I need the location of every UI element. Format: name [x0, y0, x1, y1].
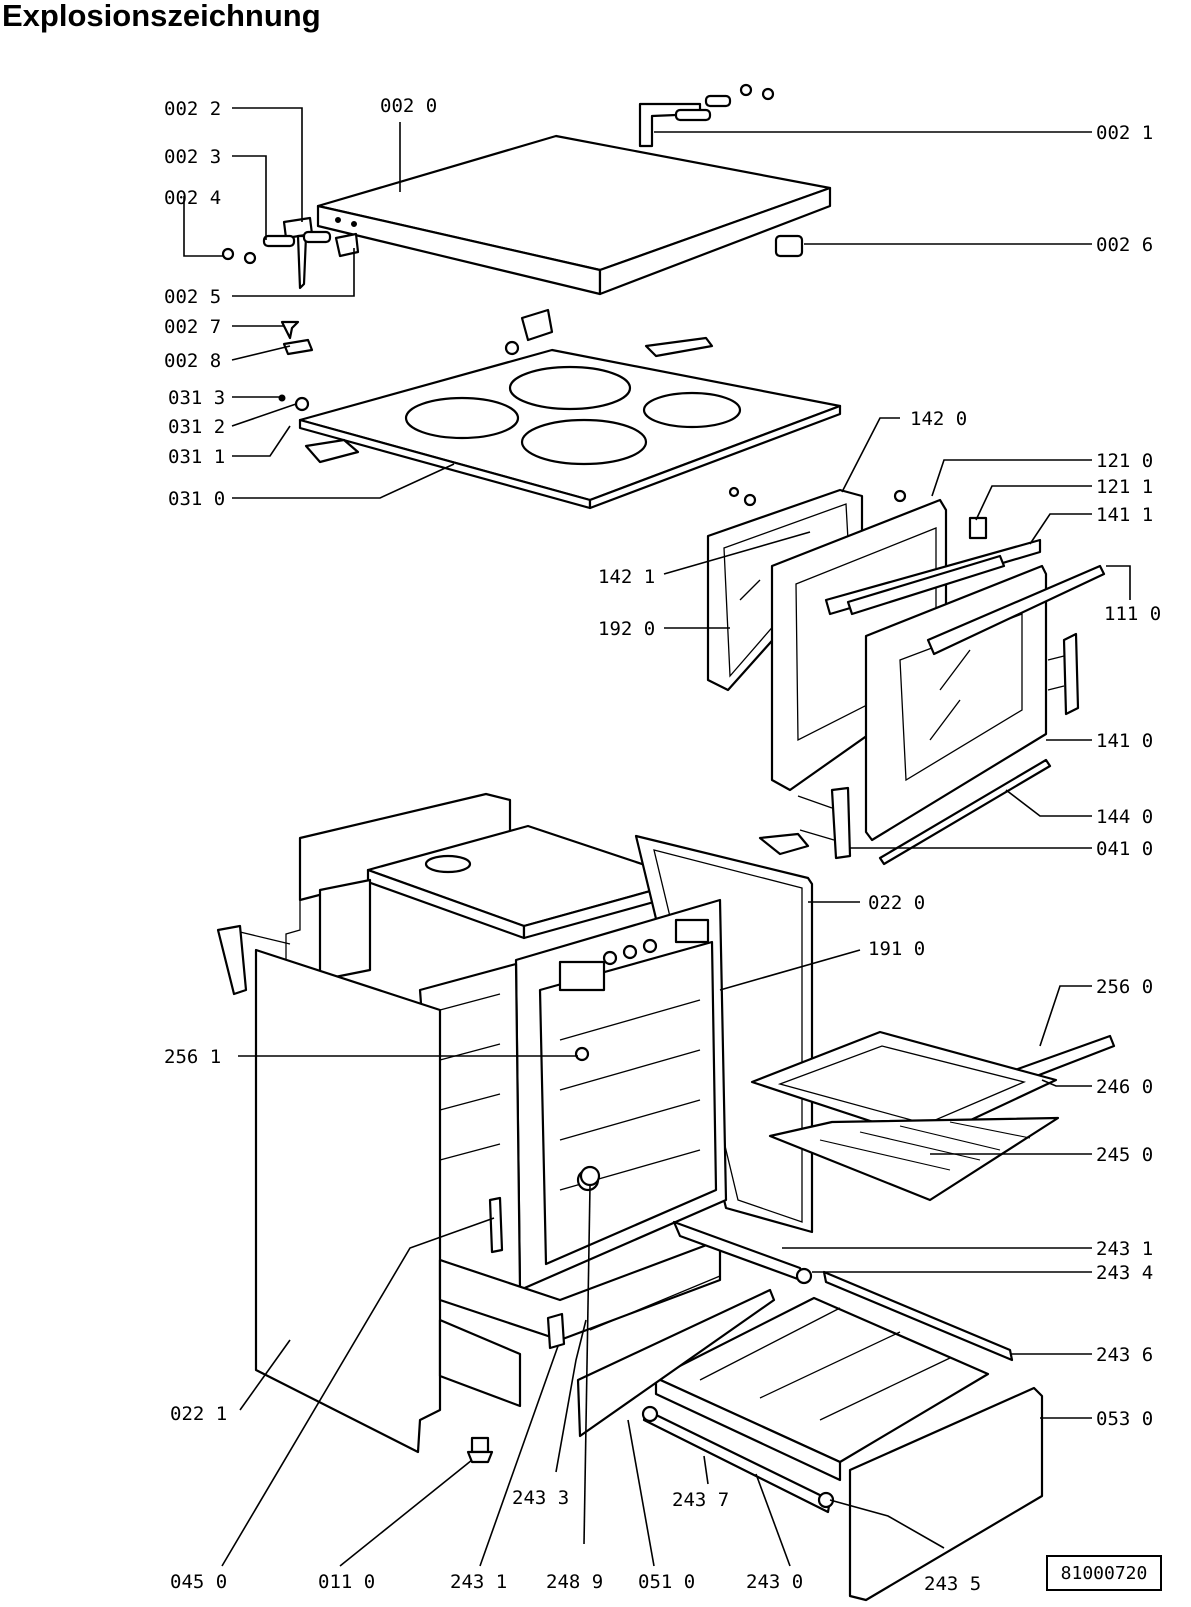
label-243-6: 243 6 — [1096, 1344, 1153, 1366]
label-141-1: 141 1 — [1096, 504, 1153, 526]
label-121-1: 121 1 — [1096, 476, 1153, 498]
label-141-0: 141 0 — [1096, 730, 1153, 752]
plinth — [576, 1288, 776, 1438]
lid-buffer — [520, 308, 554, 342]
label-002-2: 002 2 — [164, 98, 221, 120]
label-002-3: 002 3 — [164, 146, 221, 168]
drawer-front — [848, 1386, 1044, 1602]
label-031-1: 031 1 — [168, 446, 225, 468]
label-256-1: 256 1 — [164, 1046, 221, 1068]
adjustable-foot — [466, 1436, 494, 1464]
part-labels: 002 2 002 0 002 1 002 3 002 4 002 6 002 … — [164, 95, 1161, 1595]
door-trim — [878, 758, 1052, 866]
document-number-box: 81000720 — [1046, 1555, 1162, 1591]
label-243-1-upper: 243 1 — [1096, 1238, 1153, 1260]
label-031-0: 031 0 — [168, 488, 225, 510]
label-256-0: 256 0 — [1096, 976, 1153, 998]
label-142-1: 142 1 — [598, 566, 655, 588]
label-002-7: 002 7 — [164, 316, 221, 338]
side-panel-left — [216, 924, 442, 1454]
clip — [282, 338, 314, 356]
hinge-catch — [758, 832, 810, 856]
label-002-5: 002 5 — [164, 286, 221, 308]
label-041-0: 041 0 — [1096, 838, 1153, 860]
hinge-bracket — [797, 786, 852, 860]
label-011-0: 011 0 — [318, 1571, 375, 1593]
label-243-5: 243 5 — [924, 1573, 981, 1595]
lid-bracket — [334, 232, 360, 258]
hob-top — [278, 348, 842, 510]
label-053-0: 053 0 — [1096, 1408, 1153, 1430]
label-243-3: 243 3 — [512, 1487, 569, 1509]
lamp-cover — [579, 1165, 601, 1187]
label-243-7: 243 7 — [672, 1489, 729, 1511]
label-144-0: 144 0 — [1096, 806, 1153, 828]
label-045-0: 045 0 — [170, 1571, 227, 1593]
label-002-4: 002 4 — [164, 187, 221, 209]
label-246-0: 246 0 — [1096, 1076, 1153, 1098]
label-051-0: 051 0 — [638, 1571, 695, 1593]
label-002-6: 002 6 — [1096, 234, 1153, 256]
drawer-rail-upper — [672, 1220, 813, 1285]
label-022-0: 022 0 — [868, 892, 925, 914]
label-022-1: 022 1 — [170, 1403, 227, 1425]
storage-drawer — [654, 1296, 990, 1482]
leader-lines — [183, 107, 1131, 1567]
label-142-0: 142 0 — [910, 408, 967, 430]
label-002-8: 002 8 — [164, 350, 221, 372]
screw — [280, 320, 300, 340]
label-031-3: 031 3 — [168, 387, 225, 409]
document-number: 81000720 — [1060, 1562, 1148, 1584]
drawer-rail-right — [822, 1270, 1014, 1362]
hob-bracket — [644, 336, 714, 358]
label-243-4: 243 4 — [1096, 1262, 1153, 1284]
door-bracket — [824, 516, 1042, 616]
cabinet-top-panel — [366, 824, 692, 940]
lid-hinge-left — [221, 216, 332, 290]
label-031-2: 031 2 — [168, 416, 225, 438]
oven-rack — [768, 1116, 1060, 1202]
label-002-0: 002 0 — [380, 95, 437, 117]
label-243-0: 243 0 — [746, 1571, 803, 1593]
label-243-1-lower: 243 1 — [450, 1571, 507, 1593]
label-245-0: 245 0 — [1096, 1144, 1153, 1166]
side-grip — [488, 1196, 504, 1254]
drawer-rail-lower — [641, 1405, 835, 1514]
lid-stop — [774, 234, 804, 258]
lid-hinge-right — [638, 83, 775, 148]
outer-door — [864, 564, 1106, 842]
label-121-0: 121 0 — [1096, 450, 1153, 472]
page-title: Explosionszeichnung — [2, 0, 321, 33]
door-hinge — [1047, 632, 1080, 716]
label-002-1: 002 1 — [1096, 122, 1153, 144]
label-191-0: 191 0 — [868, 938, 925, 960]
base-frame — [438, 1238, 722, 1408]
label-111-0: 111 0 — [1104, 603, 1161, 625]
label-192-0: 192 0 — [598, 618, 655, 640]
cover-lid — [316, 134, 832, 296]
label-248-9: 248 9 — [546, 1571, 603, 1593]
